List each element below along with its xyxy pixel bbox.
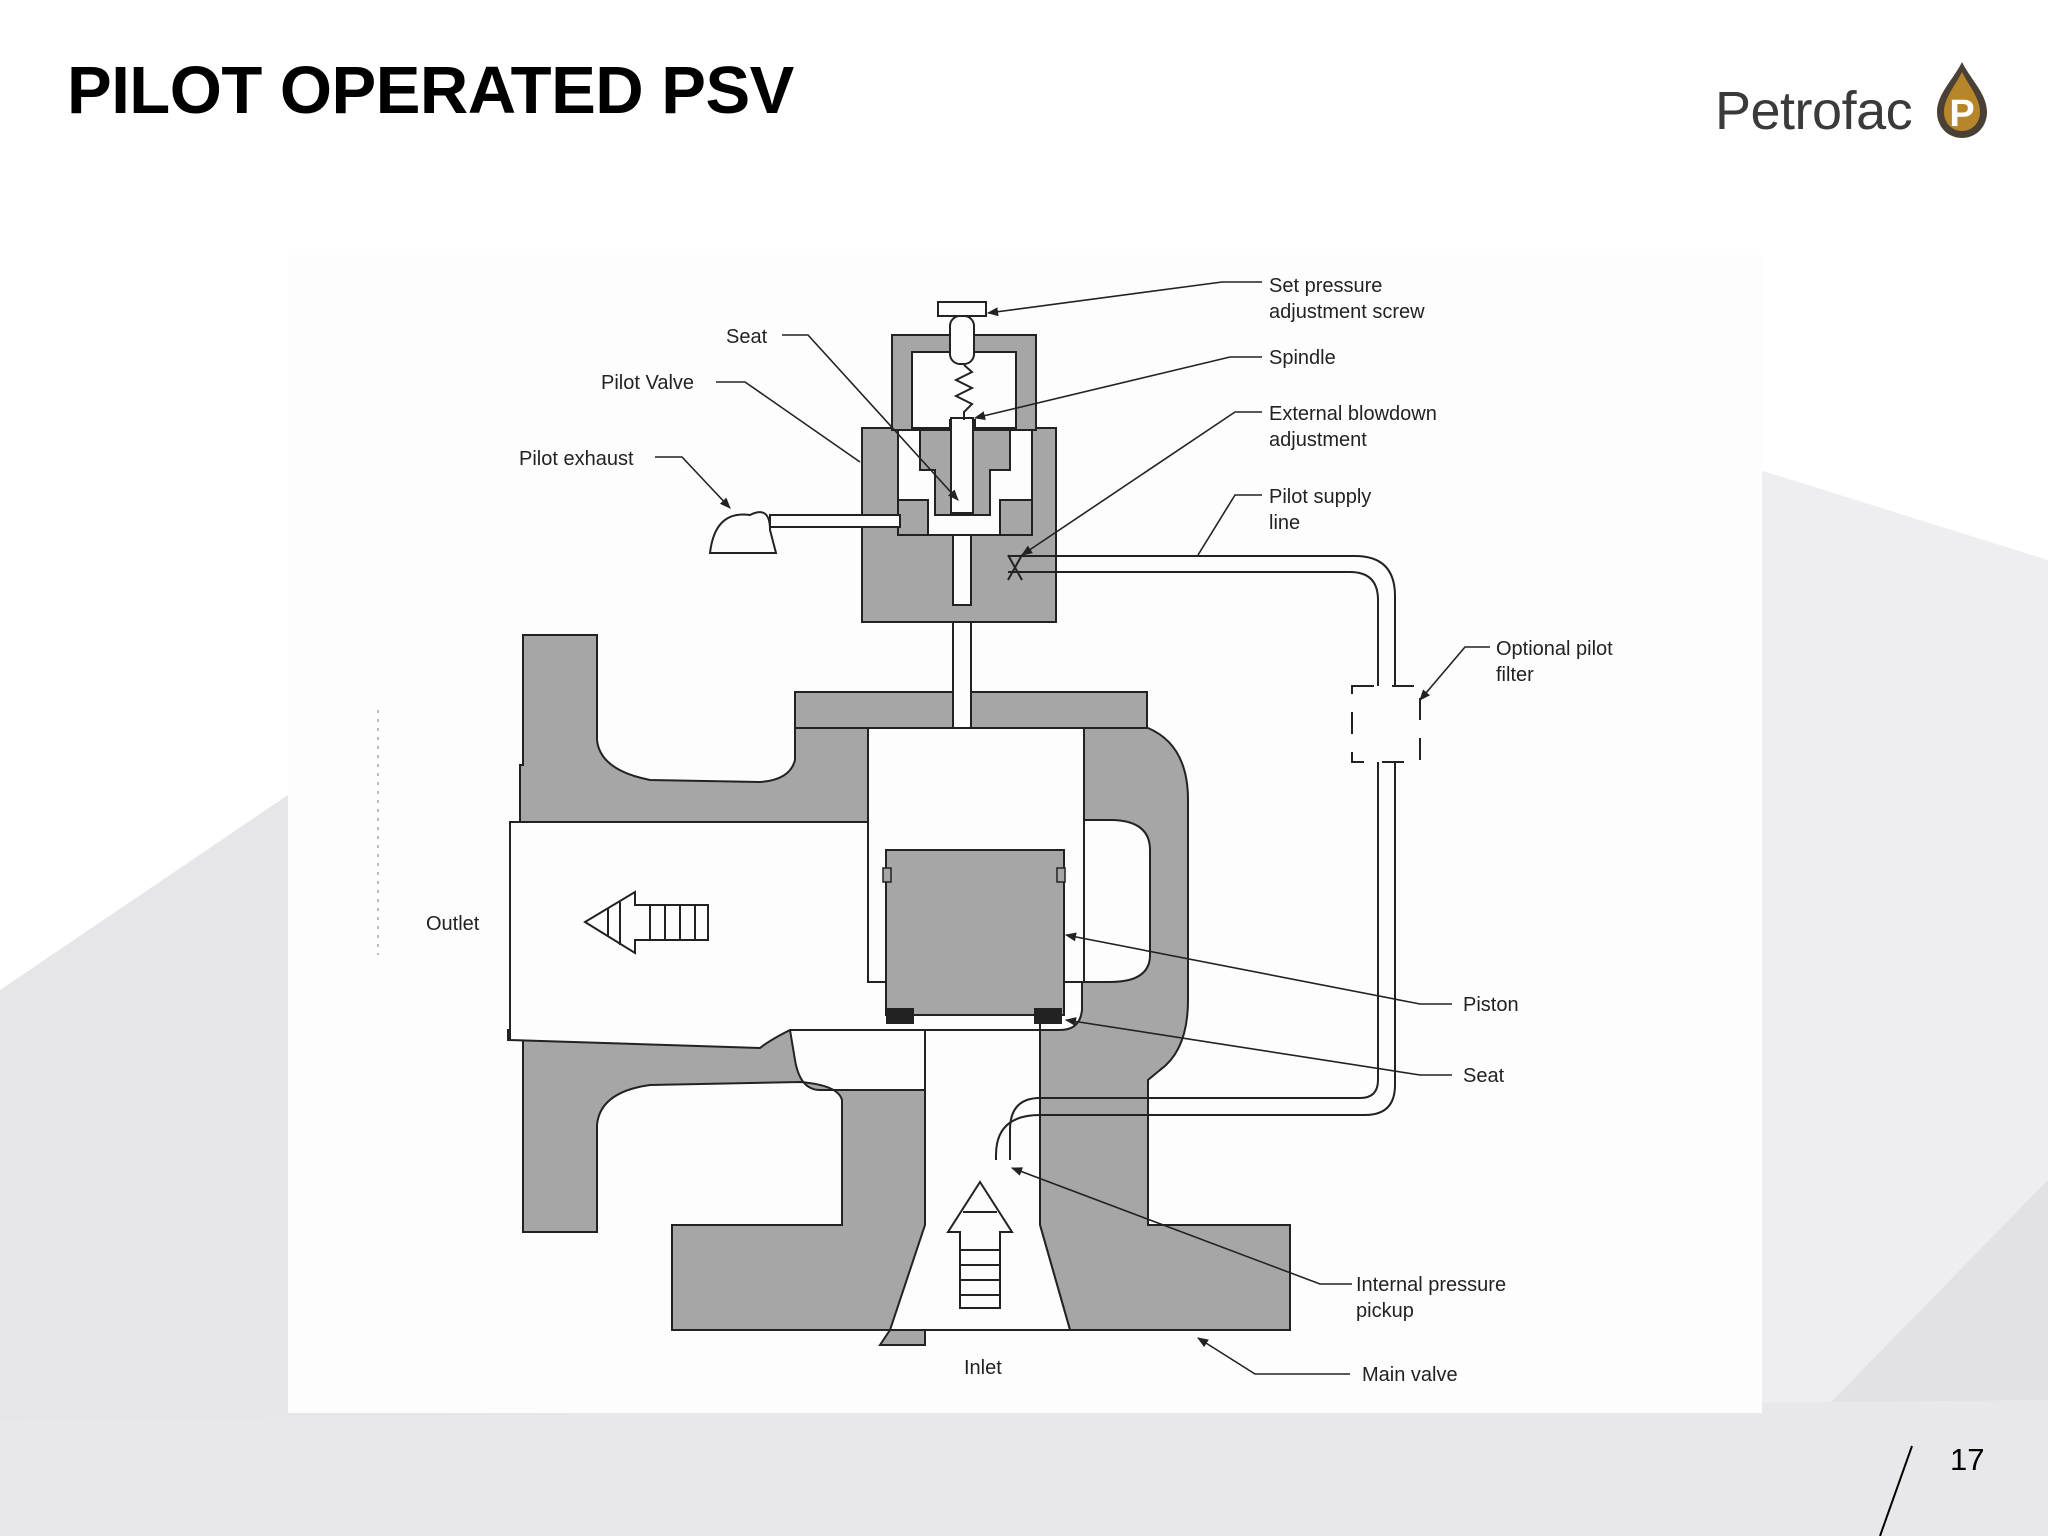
label-optional-filter-line2: filter bbox=[1496, 664, 1534, 686]
logo-wordmark: Petrofac bbox=[1715, 81, 1913, 141]
label-set-pressure-line2: adjustment screw bbox=[1269, 301, 1425, 323]
petrofac-logo: Petrofac P bbox=[1715, 60, 1995, 150]
inlet-flow-arrow bbox=[946, 1180, 1014, 1309]
label-optional-filter-line1: Optional pilot bbox=[1496, 638, 1613, 660]
page-number-divider bbox=[1879, 1445, 1913, 1536]
slide-title: PILOT OPERATED PSV bbox=[67, 53, 794, 128]
pilot-exhaust-outlet bbox=[708, 511, 901, 554]
pilot-supply-line bbox=[995, 554, 1421, 1160]
logo-mark-letter: P bbox=[1949, 93, 1974, 135]
label-main-valve: Main valve bbox=[1362, 1364, 1458, 1386]
label-seat-pilot: Seat bbox=[726, 326, 768, 348]
label-spindle: Spindle bbox=[1269, 347, 1336, 369]
label-pilot-supply-line2: line bbox=[1269, 512, 1300, 534]
label-external-blowdown-line1: External blowdown bbox=[1269, 403, 1437, 425]
outlet-flow-arrow bbox=[583, 890, 709, 955]
label-set-pressure-line1: Set pressure bbox=[1269, 275, 1382, 297]
label-outlet: Outlet bbox=[426, 913, 480, 935]
oil-drop-logo-icon: P bbox=[1937, 62, 1987, 138]
label-external-blowdown-line2: adjustment bbox=[1269, 429, 1367, 451]
label-internal-pickup-line2: pickup bbox=[1356, 1300, 1414, 1322]
label-piston: Piston bbox=[1463, 994, 1519, 1016]
label-pilot-supply-line1: Pilot supply bbox=[1269, 486, 1371, 508]
leader-lines bbox=[655, 281, 1490, 1375]
piston bbox=[882, 849, 1066, 1024]
label-internal-pickup-line1: Internal pressure bbox=[1356, 1274, 1506, 1296]
pilot-psv-diagram: Set pressure adjustment screw Spindle Ex… bbox=[377, 275, 1613, 1386]
page-number: 17 bbox=[1950, 1442, 1985, 1477]
label-seat-main: Seat bbox=[1463, 1065, 1505, 1087]
label-pilot-valve: Pilot Valve bbox=[601, 372, 694, 394]
pilot-valve bbox=[861, 301, 1057, 623]
label-inlet: Inlet bbox=[964, 1357, 1002, 1379]
label-pilot-exhaust: Pilot exhaust bbox=[519, 448, 634, 470]
